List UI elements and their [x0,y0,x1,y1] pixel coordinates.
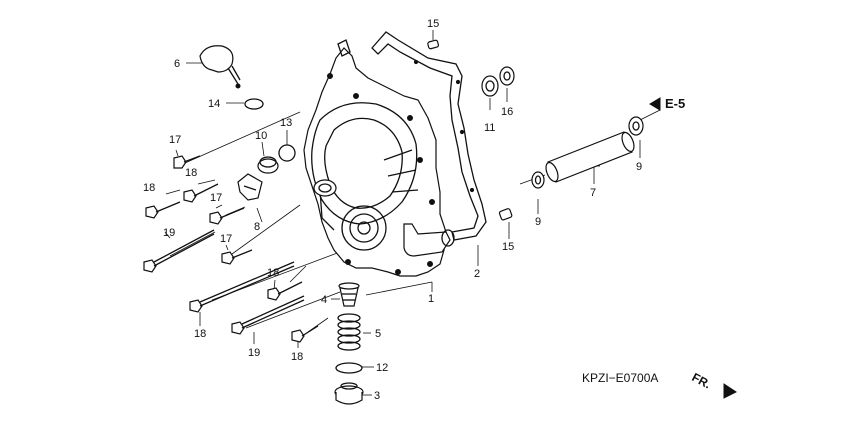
ring-16 [499,66,515,86]
callout-12: 12 [376,362,388,374]
bolt-18b [183,183,219,203]
bolt-19b [231,295,305,335]
callout-5: 5 [375,328,381,340]
bolt-10 [257,156,279,174]
o-ring-12 [335,362,363,374]
diagram-code: KPZI−E0700A [582,371,658,385]
bolt-17c [221,249,253,265]
fr-arrow-icon [723,383,737,399]
callout-8: 8 [254,221,260,233]
callout-9a: 9 [535,216,541,228]
callout-1: 1 [428,293,434,305]
clip-9b [628,116,644,136]
callout-4: 4 [321,294,327,306]
bolt-19a [143,229,215,273]
callout-15a: 15 [427,18,439,30]
strainer-4 [338,282,360,307]
spring-5 [337,313,361,351]
tube-7 [545,131,635,183]
dowel-pin-15-top [427,39,440,50]
clamp-8 [237,173,263,201]
callout-17a: 17 [169,134,181,146]
oil-seal-11 [481,75,499,97]
callout-13: 13 [280,117,292,129]
bolt-18a [145,201,181,219]
bolt-18c [267,281,303,301]
callout-7: 7 [590,187,596,199]
right-crankcase-cover [303,39,455,277]
dowel-pin-15-bottom [498,208,513,221]
e5-arrow [649,97,661,111]
callout-17b: 17 [210,192,222,204]
gasket [371,31,487,241]
callout-2: 2 [474,268,480,280]
callout-18c: 18 [267,267,279,279]
callout-15b: 15 [502,241,514,253]
drain-plug-3 [334,382,364,405]
bolt-17b [209,207,245,225]
callout-18b: 18 [185,167,197,179]
o-ring-13 [278,144,296,162]
callout-18a: 18 [143,182,155,194]
callout-14: 14 [208,98,220,110]
callout-19a: 19 [163,227,175,239]
bolt-18d [189,261,295,313]
bolt-17a [173,155,201,169]
callout-18d: 18 [194,328,206,340]
callout-6: 6 [174,58,180,70]
reference-e5: E-5 [665,96,685,111]
callout-16: 16 [501,106,513,118]
oil-filler-cap [199,45,241,89]
bolt-18e [291,325,319,343]
callout-18e: 18 [291,351,303,363]
o-ring-14 [244,98,264,110]
callout-10: 10 [255,130,267,142]
callout-9b: 9 [636,161,642,173]
callout-19b: 19 [248,347,260,359]
callout-17c: 17 [220,233,232,245]
callout-3: 3 [374,390,380,402]
direction-label: FR. [690,370,714,391]
clip-9a [531,171,545,189]
callout-labels: 6 14 15 11 16 13 10 17 18 18 17 8 19 17 … [143,18,642,402]
callout-11: 11 [484,122,495,134]
